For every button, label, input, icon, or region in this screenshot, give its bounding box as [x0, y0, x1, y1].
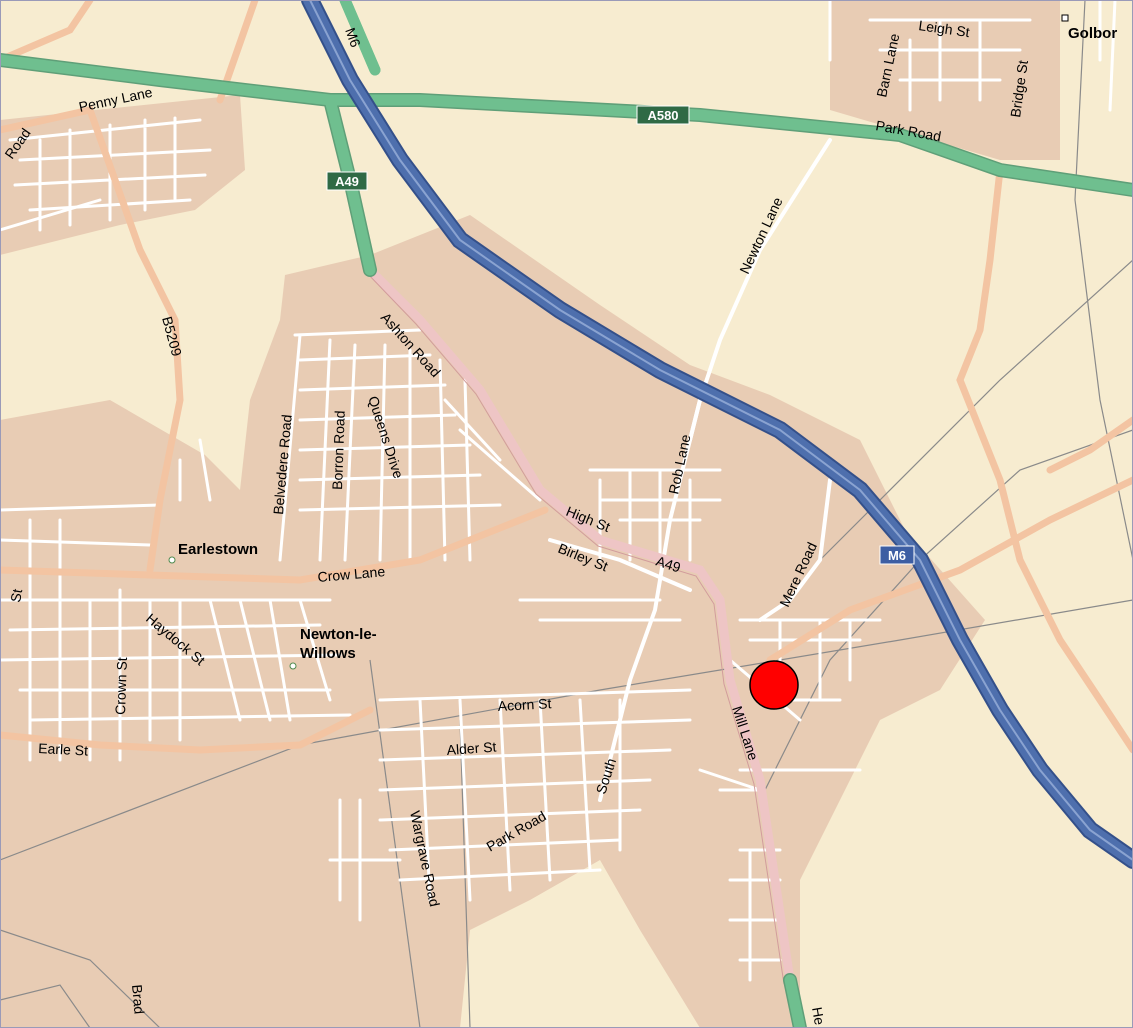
label-st-west: St: [7, 588, 25, 604]
label-leigh-st: Leigh St: [918, 17, 971, 40]
label-he: He: [809, 1006, 828, 1027]
label-brad: Brad: [129, 984, 148, 1015]
shield-a580: A580: [636, 105, 690, 125]
label-crow-lane: Crow Lane: [317, 563, 386, 585]
place-golborne: Golbor: [1068, 25, 1117, 42]
place-dot-golborne: [1061, 14, 1069, 22]
place-dot-newton: [289, 662, 297, 670]
label-bridge-st: Bridge St: [1007, 59, 1031, 118]
a-road-pink: [365, 265, 795, 985]
a-road-pink-casing: [365, 271, 785, 985]
place-dot-earlestown: [168, 556, 176, 564]
label-alder-st: Alder St: [446, 739, 497, 758]
motorway-m6: [301, 0, 1133, 869]
svg-text:M6: M6: [342, 26, 364, 50]
label-acorn-st: Acorn St: [497, 695, 552, 714]
label-a49-central: A49: [654, 553, 683, 576]
shield-m6: M6: [879, 545, 915, 565]
label-borron-road: Borron Road: [329, 410, 348, 490]
svg-text:A49: A49: [335, 174, 359, 189]
shield-m6-top: M6: [342, 26, 364, 50]
label-earle-st: Earle St: [38, 740, 89, 759]
place-newton-line2: Willows: [300, 645, 356, 662]
svg-text:A580: A580: [647, 108, 678, 123]
place-labels: Earlestown Newton-le- Willows Golbor: [168, 14, 1117, 670]
place-newton-line1: Newton-le-: [300, 626, 377, 643]
place-earlestown: Earlestown: [178, 541, 258, 558]
svg-text:M6: M6: [888, 548, 906, 563]
minor-streets: [0, 0, 1117, 982]
shield-a49-north: A49: [326, 171, 368, 191]
white-lanes: [548, 138, 832, 802]
label-crown-st: Crown St: [112, 657, 130, 715]
b-roads: [0, 0, 1133, 754]
location-marker[interactable]: [749, 660, 799, 710]
